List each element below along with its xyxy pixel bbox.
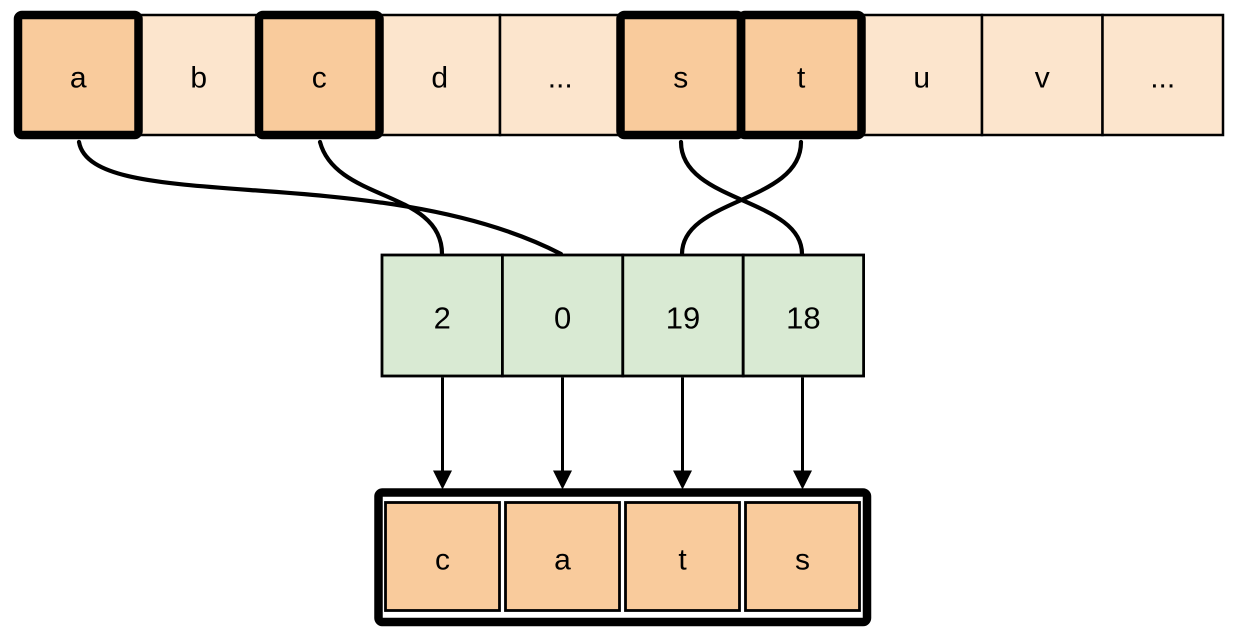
output-row: c a t s xyxy=(374,488,872,627)
alphabet-cell-ellipsis-2 xyxy=(1101,13,1225,137)
output-label-a: a xyxy=(554,544,571,577)
alphabet-label-ellipsis-1: ... xyxy=(548,62,573,95)
arrow-3 xyxy=(673,377,692,490)
alphabet-cell-d xyxy=(378,13,502,137)
alphabet-label-v: v xyxy=(1035,62,1050,95)
output-cell-a xyxy=(504,501,621,612)
alphabet-label-u: u xyxy=(913,62,930,95)
arrow-2-head xyxy=(553,470,572,490)
index-label-2: 2 xyxy=(434,301,451,336)
arrow-1 xyxy=(433,377,452,490)
index-label-18: 18 xyxy=(786,301,820,336)
arrow-4 xyxy=(793,377,812,490)
index-label-19: 19 xyxy=(666,301,700,336)
output-label-c: c xyxy=(435,544,450,577)
index-label-0: 0 xyxy=(554,301,571,336)
alphabet-label-ellipsis-2: ... xyxy=(1150,62,1175,95)
arrow-3-head xyxy=(673,470,692,490)
alphabet-label-t: t xyxy=(797,62,806,95)
output-label-t: t xyxy=(678,544,687,577)
index-cell-19 xyxy=(621,253,745,378)
highlight-border-a xyxy=(13,10,143,140)
index-row: 2 0 19 18 xyxy=(380,253,866,378)
output-cell-s xyxy=(744,501,861,612)
connector-c-to-2 xyxy=(317,139,445,257)
alphabet-label-c: c xyxy=(312,62,327,95)
down-arrows xyxy=(433,377,812,490)
alphabet-cell-v xyxy=(980,13,1104,137)
output-cell-c xyxy=(384,501,501,612)
output-label-s: s xyxy=(795,544,810,577)
alphabet-cell-c xyxy=(257,13,381,137)
alphabet-cell-ellipsis-1 xyxy=(498,13,622,137)
highlight-border-c xyxy=(254,10,384,140)
index-cell-0 xyxy=(500,253,625,378)
connector-t-to-19 xyxy=(679,139,804,257)
arrow-4-head xyxy=(793,470,812,490)
index-cell-18 xyxy=(741,253,866,378)
alphabet-label-b: b xyxy=(190,62,207,95)
alphabet-label-a: a xyxy=(70,62,87,95)
output-cell-t xyxy=(624,501,741,612)
index-cell-2 xyxy=(380,253,504,378)
connectors xyxy=(76,139,805,257)
alphabet-label-d: d xyxy=(431,62,448,95)
alphabet-row: a b c d ... s t u v ... xyxy=(13,10,1225,140)
alphabet-cell-a xyxy=(16,13,140,137)
arrow-2 xyxy=(553,377,572,490)
alphabet-label-s: s xyxy=(673,62,688,95)
connector-a-to-0 xyxy=(76,139,564,257)
alphabet-cell-b xyxy=(137,13,261,137)
highlight-border-t xyxy=(736,10,866,140)
arrow-1-head xyxy=(433,470,452,490)
